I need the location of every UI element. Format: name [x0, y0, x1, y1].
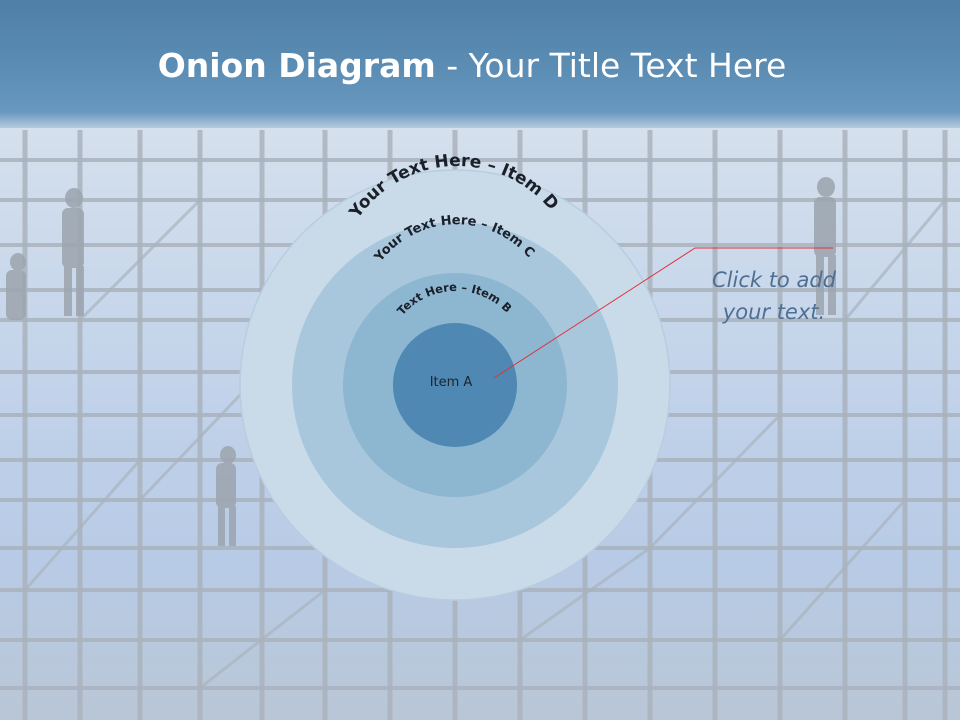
title-rest-part: - Your Title Text Here [435, 46, 787, 85]
title-bold-part: Onion Diagram [157, 46, 436, 85]
callout-connector-line [493, 247, 833, 379]
ring-a-label: Item A [430, 375, 473, 390]
title-bar: Onion Diagram - Your Title Text Here [0, 0, 960, 128]
ring-item-a[interactable] [393, 323, 517, 447]
page-title: Onion Diagram - Your Title Text Here [0, 46, 944, 85]
callout-text-box[interactable]: Click to add your text. [684, 264, 864, 328]
callout-line-2: your text. [722, 300, 826, 324]
callout-line-1: Click to add [711, 268, 836, 292]
